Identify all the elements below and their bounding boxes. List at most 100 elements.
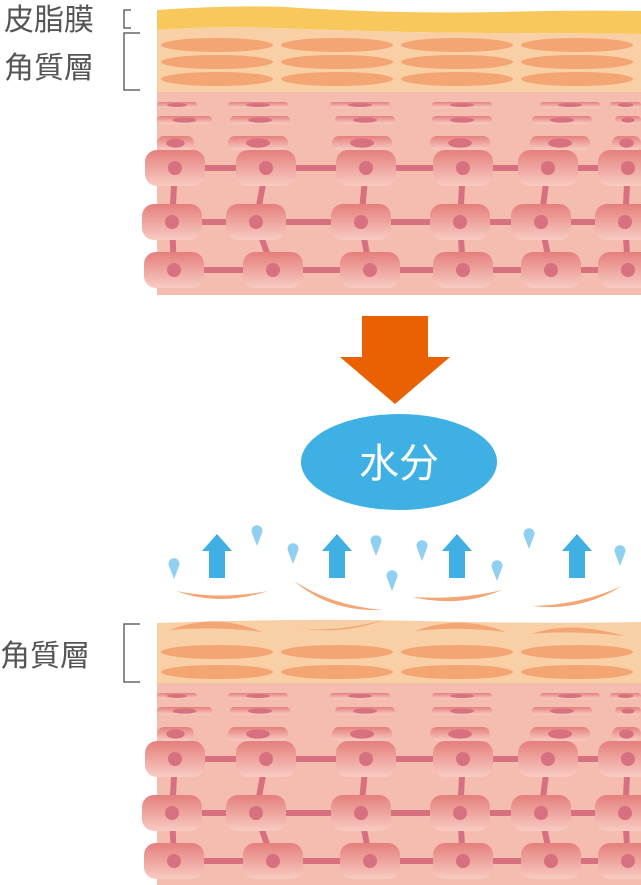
corneum-cell — [521, 55, 633, 69]
cell-nucleus — [266, 263, 280, 277]
sebum-bracket — [123, 9, 131, 29]
corneum-cell — [401, 72, 513, 86]
cell-nucleus — [456, 263, 470, 277]
cell-nucleus — [168, 752, 182, 766]
corneum-cell — [401, 38, 513, 52]
peeling-corneum-cell — [294, 581, 382, 611]
corneum-cell — [161, 645, 273, 659]
cell-nucleus — [534, 215, 548, 229]
water-drop-icon — [386, 570, 398, 591]
cell-nucleus — [448, 729, 472, 739]
cell-nucleus — [548, 138, 572, 148]
cell-nucleus — [621, 263, 635, 277]
water-drop-icon — [614, 545, 626, 566]
peeling-corneum-cell — [170, 621, 262, 632]
cell-nucleus — [166, 138, 185, 148]
cell-nucleus — [617, 694, 634, 698]
cell-nucleus — [550, 117, 574, 123]
cell-nucleus — [550, 708, 574, 714]
cell-nucleus — [548, 729, 572, 739]
cell-nucleus — [266, 854, 280, 868]
cell-nucleus — [246, 729, 270, 739]
cell-nucleus — [621, 854, 635, 868]
stratum-corneum-bracket-bottom — [123, 623, 140, 683]
cell-nucleus — [363, 854, 377, 868]
cell-nucleus — [618, 215, 632, 229]
sebum-layer — [157, 6, 641, 34]
cell-nucleus — [621, 752, 635, 766]
corneum-cell — [281, 72, 393, 86]
cell-nucleus — [348, 103, 372, 107]
stratum-corneum-label-bottom: 角質層 — [0, 639, 90, 674]
corneum-cell — [281, 645, 393, 659]
water-drop-icon — [523, 528, 535, 549]
arrow-up-icon — [442, 534, 472, 578]
dry-skin-section — [142, 581, 641, 885]
cell-nucleus — [619, 138, 634, 148]
cell-nucleus — [246, 138, 270, 148]
cell-nucleus — [544, 263, 558, 277]
corneum-cell — [521, 38, 633, 52]
cell-nucleus — [450, 103, 474, 107]
cell-nucleus — [165, 806, 179, 820]
corneum-cell — [281, 38, 393, 52]
cell-nucleus — [354, 215, 368, 229]
cell-nucleus — [350, 729, 374, 739]
cell-nucleus — [541, 752, 555, 766]
corneum-cell — [161, 38, 273, 52]
sebum-label: 皮脂膜 — [4, 3, 94, 38]
cell-nucleus — [558, 694, 582, 698]
cell-nucleus — [165, 215, 179, 229]
corneum-cell — [161, 72, 273, 86]
corneum-cell — [521, 665, 633, 679]
healthy-skin-section — [142, 6, 641, 295]
cell-nucleus — [617, 103, 634, 107]
cell-nucleus — [621, 161, 635, 175]
cell-nucleus — [541, 161, 555, 175]
water-drop-icon — [251, 525, 263, 546]
cell — [598, 741, 641, 777]
peeling-corneum-cell — [532, 586, 622, 608]
cell-nucleus — [172, 708, 197, 714]
cell-nucleus — [456, 752, 470, 766]
corneum-cell — [521, 645, 633, 659]
cell-nucleus — [353, 117, 377, 123]
cell-nucleus — [249, 215, 263, 229]
water-ellipse — [301, 414, 497, 510]
cell-nucleus — [167, 263, 181, 277]
cell-nucleus — [450, 117, 474, 123]
corneum-cell — [401, 55, 513, 69]
cell-nucleus — [363, 263, 377, 277]
corneum-cell — [161, 55, 273, 69]
cell-nucleus — [248, 117, 272, 123]
cell-nucleus — [353, 708, 377, 714]
cell-nucleus — [172, 117, 197, 123]
cell-nucleus — [246, 103, 270, 107]
corneum-cell — [161, 665, 273, 679]
corneum-cell — [281, 55, 393, 69]
corneum-cell — [281, 665, 393, 679]
cell-nucleus — [249, 806, 263, 820]
cell-nucleus — [166, 729, 185, 739]
arrow-down-icon — [340, 316, 450, 404]
cell-nucleus — [558, 103, 582, 107]
cell-nucleus — [359, 752, 373, 766]
corneum-cell — [401, 645, 513, 659]
cell-nucleus — [621, 708, 635, 714]
cell-nucleus — [248, 708, 272, 714]
cell-nucleus — [456, 854, 470, 868]
cell-nucleus — [453, 806, 467, 820]
stratum-corneum-bracket-top — [123, 32, 140, 91]
cell-nucleus — [259, 161, 273, 175]
cell-nucleus — [450, 694, 474, 698]
water-label: 水分 — [359, 441, 439, 487]
cell — [598, 843, 641, 879]
cell-nucleus — [448, 138, 472, 148]
peeling-corneum-cell — [293, 620, 384, 631]
water-drop-icon — [287, 543, 299, 564]
cell-nucleus — [359, 161, 373, 175]
cell-nucleus — [246, 694, 270, 698]
cell-nucleus — [348, 694, 372, 698]
cell-nucleus — [544, 854, 558, 868]
